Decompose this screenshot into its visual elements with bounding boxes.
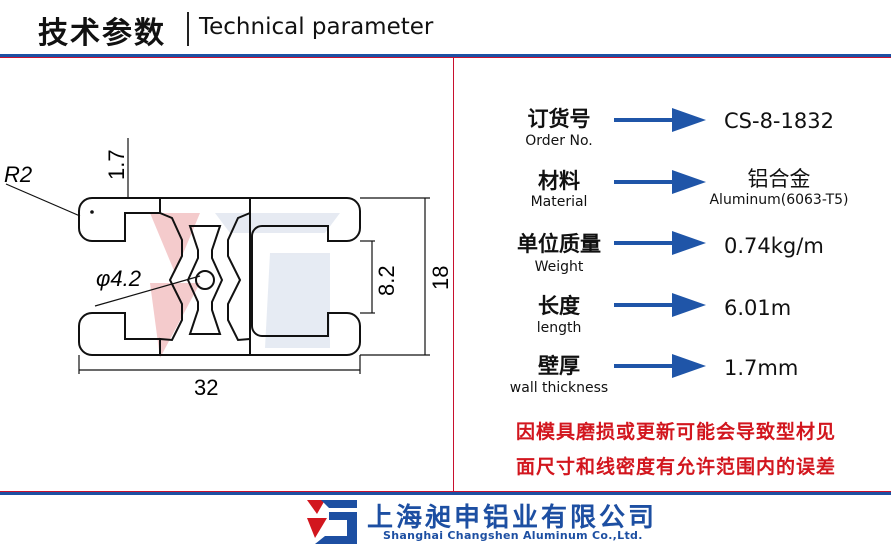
header-separator — [187, 12, 189, 46]
param-row-material: 材料 Material 铝合金 Aluminum(6063-T5) — [454, 165, 891, 221]
param-row-order-no: 订货号 Order No. CS-8-1832 — [454, 103, 891, 159]
param-label-cn: 壁厚 — [538, 354, 580, 378]
param-row-length: 长度 length 6.01m — [454, 290, 891, 346]
header-title-en: Technical parameter — [199, 14, 434, 40]
header-title-cn: 技术参数 — [38, 16, 166, 51]
param-value: 铝合金 — [747, 167, 811, 191]
arrow-right-icon — [614, 108, 706, 132]
param-label-en: length — [536, 320, 582, 336]
company-name-en: Shanghai Changshen Aluminum Co.,Ltd. — [383, 529, 643, 542]
dim-radius: R2 — [4, 162, 32, 187]
footer: 上海昶申铝业有限公司 Shanghai Changshen Aluminum C… — [0, 495, 891, 548]
arrow-right-icon — [614, 231, 706, 255]
param-label-cn: 长度 — [538, 294, 580, 318]
company-logo-icon — [307, 500, 357, 544]
arrow-right-icon — [614, 170, 706, 194]
profile-drawing-svg: R2 1.7 φ4.2 8.2 18 32 — [4, 138, 453, 400]
param-value: CS-8-1832 — [724, 109, 834, 133]
profile-outline — [78, 197, 361, 356]
param-label-cn: 材料 — [538, 169, 580, 193]
arrow-right-icon — [614, 354, 706, 378]
dim-width: 32 — [194, 375, 218, 400]
param-label-cn: 订货号 — [527, 107, 591, 131]
dim-hole: φ4.2 — [96, 266, 141, 291]
center-mark — [90, 210, 94, 214]
parameter-panel: 订货号 Order No. CS-8-1832 材料 Material 铝合金 … — [454, 58, 891, 492]
dim-height: 18 — [428, 266, 453, 290]
dimension-lines — [5, 138, 430, 374]
header-rule-blue — [0, 54, 891, 57]
footer-rule-red — [0, 491, 891, 492]
param-value-sub: Aluminum(6063-T5) — [709, 192, 849, 208]
company-name-cn: 上海昶申铝业有限公司 — [367, 503, 658, 533]
param-label-en: wall thickness — [509, 380, 609, 396]
param-value: 0.74kg/m — [724, 234, 824, 258]
arrow-right-icon — [614, 293, 706, 317]
header-rule-red — [0, 57, 891, 58]
dim-wall: 1.7 — [104, 149, 129, 180]
notice-line-2: 面尺寸和线密度有允许范围内的误差 — [515, 456, 836, 478]
notice-line-1: 因模具磨损或更新可能会导致型材见 — [515, 421, 836, 443]
param-row-wall-thickness: 壁厚 wall thickness 1.7mm — [454, 350, 891, 406]
param-label-en: Material — [530, 194, 588, 210]
param-value: 1.7mm — [724, 356, 799, 380]
vertical-divider — [453, 58, 454, 492]
footer-rule-blue — [0, 492, 891, 495]
param-row-weight: 单位质量 Weight 0.74kg/m — [454, 228, 891, 284]
param-value: 6.01m — [724, 296, 792, 320]
param-label-en: Order No. — [525, 133, 593, 149]
header: 技术参数 Technical parameter — [0, 0, 891, 54]
profile-drawing: R2 1.7 φ4.2 8.2 18 32 — [0, 58, 453, 492]
param-label-en: Weight — [534, 259, 584, 275]
dim-slot: 8.2 — [374, 265, 399, 296]
watermark-logo — [150, 213, 340, 358]
param-label-cn: 单位质量 — [517, 232, 601, 256]
